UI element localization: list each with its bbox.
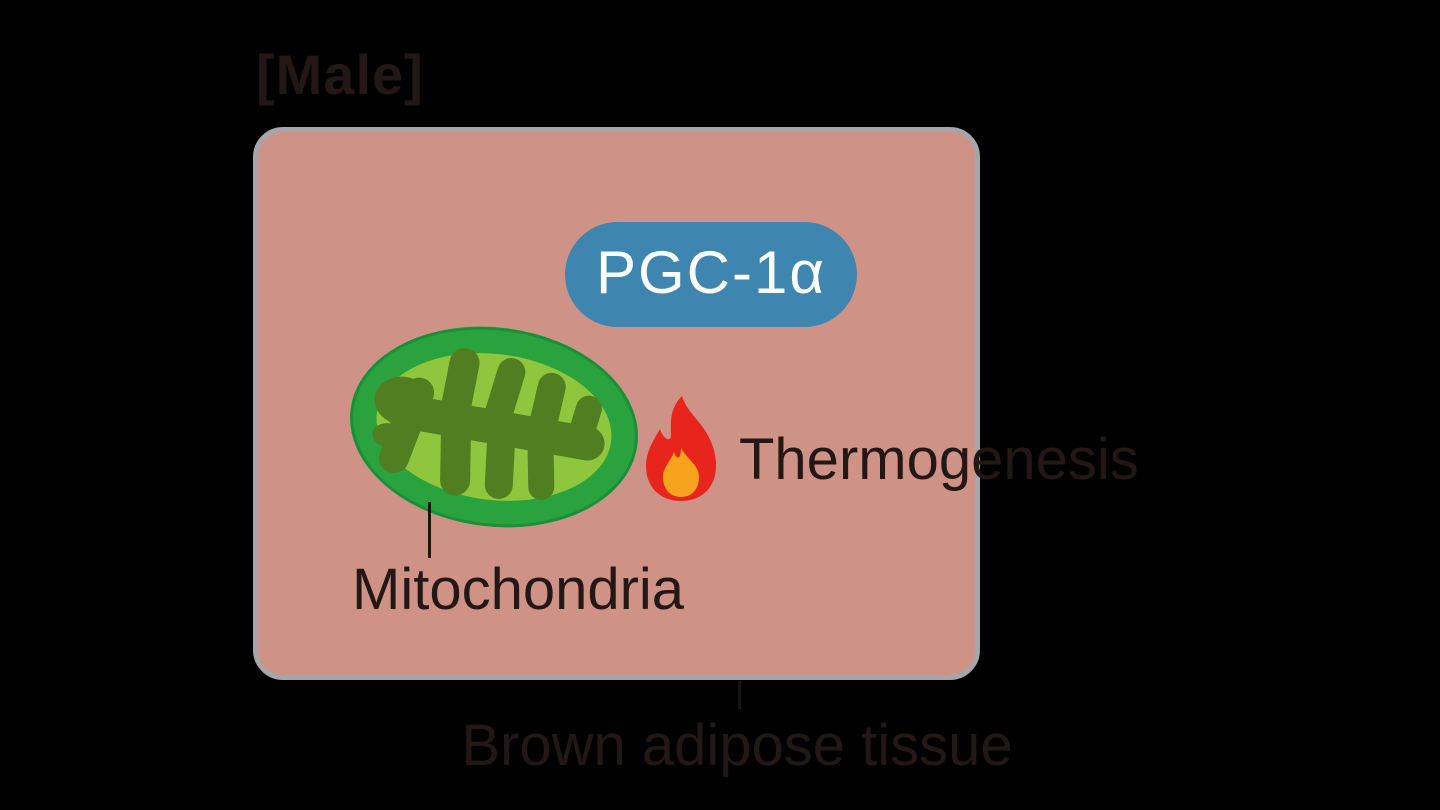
mitochondria-label: Mitochondria: [352, 557, 685, 622]
brown-adipose-tissue-box: PGC-1α Mitochondria: [253, 127, 1139, 680]
flame-icon: [646, 396, 716, 501]
mitochondria-pointer-line: [428, 502, 431, 558]
mitochondria-cristae: [372, 348, 605, 500]
brown-adipose-tissue-label: Brown adipose tissue: [461, 713, 1013, 778]
diagram-title: [Male]: [256, 43, 424, 106]
tissue-pointer-line: [738, 681, 741, 709]
pgc1a-badge-label: PGC-1α: [595, 239, 827, 306]
pgc1a-badge: PGC-1α: [565, 222, 857, 327]
thermogenesis-label: Thermogenesis: [739, 427, 1139, 492]
mitochondria-icon: [350, 326, 638, 528]
